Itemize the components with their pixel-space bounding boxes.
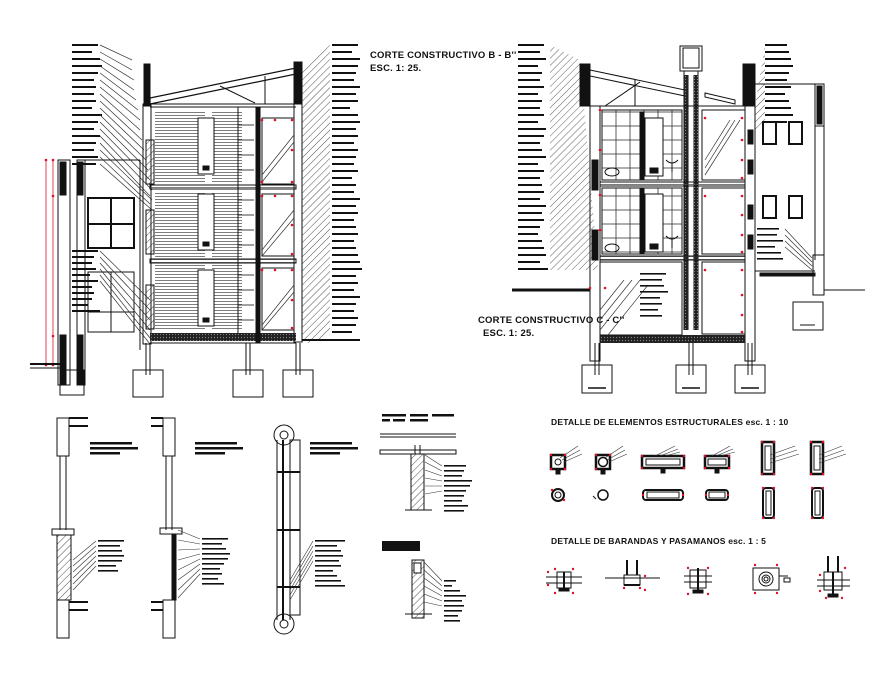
section-c-title: CORTE CONSTRUCTIVO C - C'' <box>478 315 625 326</box>
railing-details-title: DETALLE DE BARANDAS Y PASAMANOS esc. 1 :… <box>551 536 767 546</box>
section-b-scale: ESC. 1: 25. <box>370 63 422 74</box>
section-b-left-labels <box>72 44 102 165</box>
railing-details-drawing <box>546 556 850 600</box>
structural-details-title: DETALLE DE ELEMENTOS ESTRUCTURALES esc. … <box>551 417 789 427</box>
section-b-title: CORTE CONSTRUCTIVO B - B'' <box>370 50 517 61</box>
section-c-drawing <box>512 44 865 394</box>
structural-details-drawing <box>549 440 847 520</box>
section-b-drawing <box>30 44 362 398</box>
section-c-scale: ESC. 1: 25. <box>483 328 535 339</box>
wall-details <box>51 414 472 639</box>
